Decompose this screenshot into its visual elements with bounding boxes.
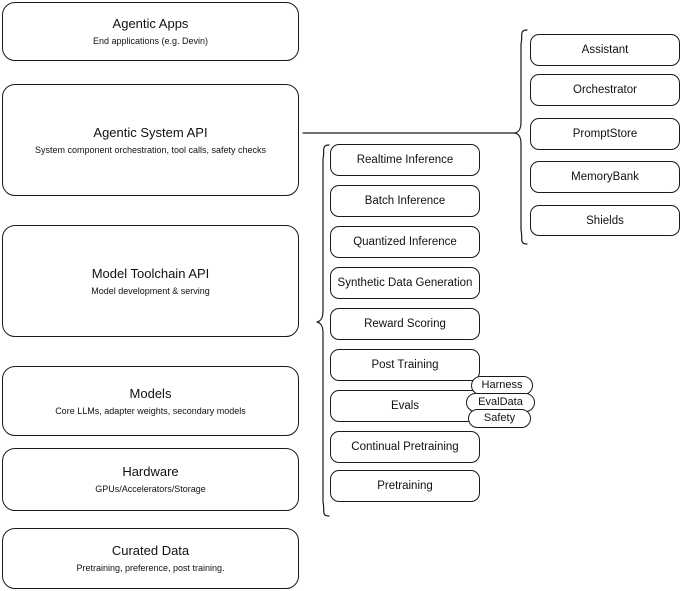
layer-subtitle: Pretraining, preference, post training. xyxy=(76,563,225,573)
layer-subtitle: GPUs/Accelerators/Storage xyxy=(95,484,206,494)
layer-subtitle: Core LLMs, adapter weights, secondary mo… xyxy=(55,405,246,416)
chip-promptstore[interactable]: PromptStore xyxy=(530,118,680,150)
layer-title: Curated Data xyxy=(111,543,190,558)
brace-toolchain-capabilities xyxy=(316,144,330,517)
layer-subtitle: Model development & serving xyxy=(91,285,210,296)
chip-quantized-inference[interactable]: Quantized Inference xyxy=(330,226,480,258)
chip-assistant[interactable]: Assistant xyxy=(530,34,680,66)
chip-shields[interactable]: Shields xyxy=(530,205,680,236)
chip-reward-scoring[interactable]: Reward Scoring xyxy=(330,308,480,340)
layer-card-models[interactable]: Models Core LLMs, adapter weights, secon… xyxy=(2,366,299,436)
pill-safety[interactable]: Safety xyxy=(468,409,531,428)
chip-batch-inference[interactable]: Batch Inference xyxy=(330,185,480,217)
layer-title: Model Toolchain API xyxy=(91,265,210,281)
layer-card-model-toolchain-api[interactable]: Model Toolchain API Model development & … xyxy=(2,225,299,337)
layer-title: Hardware xyxy=(122,464,179,479)
chip-pretraining[interactable]: Pretraining xyxy=(330,470,480,502)
chip-orchestrator[interactable]: Orchestrator xyxy=(530,74,680,106)
layer-card-agentic-apps[interactable]: Agentic Apps End applications (e.g. Devi… xyxy=(2,2,299,61)
chip-continual-pretraining[interactable]: Continual Pretraining xyxy=(330,431,480,463)
chip-synthetic-data-generation[interactable]: Synthetic Data Generation xyxy=(330,267,480,299)
layer-subtitle: End applications (e.g. Devin) xyxy=(92,36,209,46)
chip-post-training[interactable]: Post Training xyxy=(330,349,480,381)
brace-agentic-components xyxy=(514,29,528,245)
layer-title: Agentic Apps xyxy=(112,16,189,31)
chip-memorybank[interactable]: MemoryBank xyxy=(530,161,680,193)
layer-card-hardware[interactable]: Hardware GPUs/Accelerators/Storage xyxy=(2,448,299,511)
chip-evals[interactable]: Evals xyxy=(330,390,480,422)
chip-realtime-inference[interactable]: Realtime Inference xyxy=(330,144,480,176)
layer-title: Agentic System API xyxy=(93,124,208,140)
layer-subtitle: System component orchestration, tool cal… xyxy=(34,144,267,155)
layer-card-curated-data[interactable]: Curated Data Pretraining, preference, po… xyxy=(2,528,299,589)
layer-title: Models xyxy=(129,385,172,401)
layer-card-agentic-system-api[interactable]: Agentic System API System component orch… xyxy=(2,84,299,196)
